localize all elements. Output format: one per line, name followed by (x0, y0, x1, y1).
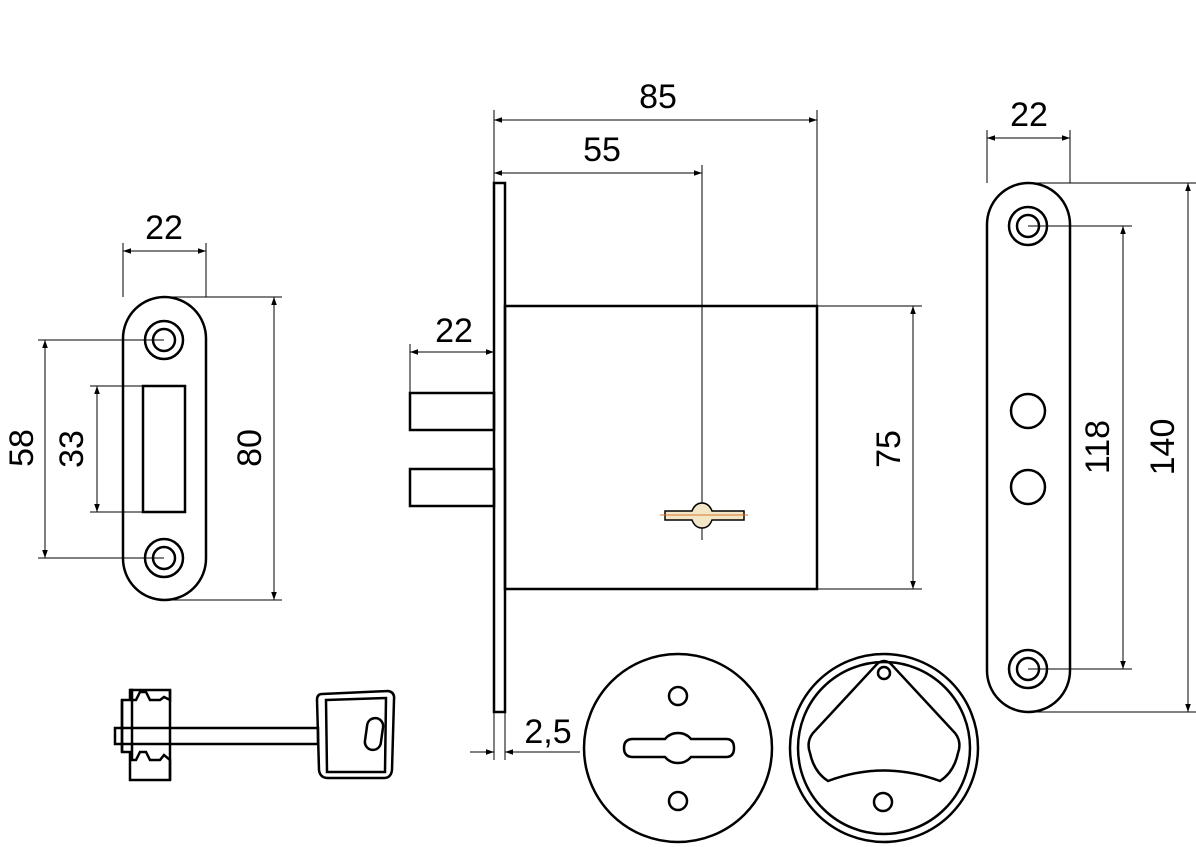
escutcheon-back-outline (788, 652, 980, 844)
faceplate-bolt-hole-lower (1009, 468, 1047, 506)
escutcheon-front-screw-bottom (667, 790, 689, 812)
escutcheon-front (582, 652, 774, 844)
bolt-projection-label: 22 (435, 312, 473, 350)
strike-plate-outline (121, 295, 208, 602)
key-shaft (113, 726, 320, 746)
escutcheon-back-cover (807, 659, 961, 783)
strike-plate-slot-label: 33 (53, 430, 91, 468)
key-head (315, 689, 396, 780)
lock-bolt-lower (408, 467, 496, 508)
faceplate-thickness-label: 2,5 (524, 713, 571, 751)
escutcheon-back-pivot (876, 665, 892, 681)
lock-faceplate-side (492, 181, 507, 714)
escutcheon-front-screw-top (667, 685, 689, 707)
faceplate-hole-spacing-label: 118 (1079, 420, 1117, 474)
faceplate-bolt-hole-upper (1009, 392, 1047, 430)
strike-plate-width-label: 22 (145, 209, 183, 247)
escutcheon-back-screw (872, 791, 894, 813)
strike-plate-slot (141, 384, 187, 514)
strike-plate-height-label: 80 (231, 429, 269, 467)
lock-case (503, 304, 819, 591)
escutcheon-back (788, 652, 980, 844)
strike-plate-hole-spacing-label: 58 (3, 429, 41, 467)
lock-body: 85 55 22 75 2,5 (408, 78, 922, 760)
key (113, 688, 396, 782)
key-head-hole (363, 716, 385, 752)
escutcheon-front-keyhole (622, 731, 736, 765)
escutcheon-front-outline (582, 652, 774, 844)
strike-plate: 22 80 58 33 (3, 209, 282, 602)
lock-depth-label: 85 (639, 78, 677, 116)
lock-bolt-upper (408, 391, 496, 432)
lock-backset-label: 55 (583, 131, 621, 169)
lock-height-label: 75 (870, 430, 908, 468)
faceplate: 22 118 140 (985, 96, 1196, 714)
key-bit (120, 688, 172, 782)
faceplate-outline (985, 181, 1072, 714)
faceplate-length-label: 140 (1144, 419, 1182, 476)
faceplate-width-label: 22 (1010, 96, 1048, 134)
